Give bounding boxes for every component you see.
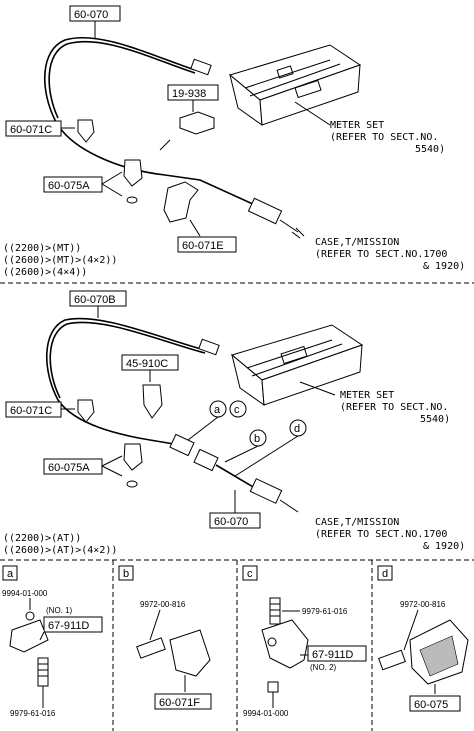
detail-c-note: (NO. 2) xyxy=(310,663,337,672)
detail-c-letter: c xyxy=(247,568,253,580)
detail-a-part-top: 9994-01-000 xyxy=(2,589,48,598)
clip-60-071c-bottom xyxy=(77,399,95,423)
detail-d-letter: d xyxy=(382,568,388,580)
screw-b xyxy=(136,637,166,659)
detail-b-part-box-frame xyxy=(154,693,212,710)
bottom-lower-cable-part: 60-070 xyxy=(214,516,248,528)
bolt-a xyxy=(37,657,49,687)
top-cable-part: 60-070 xyxy=(74,9,108,21)
callout-d: d xyxy=(294,423,300,435)
callout-a: a xyxy=(214,404,221,416)
cable-joint-b xyxy=(193,448,219,472)
callout-c-circle xyxy=(229,400,247,418)
bottom-case-label-3: & 1920) xyxy=(423,541,465,552)
top-application-1: ((2200)>(MT)) xyxy=(3,243,81,254)
top-clamp-part: 60-075A xyxy=(48,180,90,192)
holder-45-910c xyxy=(142,384,163,419)
detail-a-note: (NO. 1) xyxy=(46,606,73,615)
bracket-19-938 xyxy=(179,111,215,135)
bottom-section: METER SET (REFER TO SECT.NO. 5540) 60-07… xyxy=(3,290,465,556)
top-case-label-3: & 1920) xyxy=(423,261,465,272)
top-meter-label-2: (REFER TO SECT.NO. xyxy=(330,132,438,143)
top-application-3: ((2600)>(4×4)) xyxy=(3,267,87,278)
speedometer-cable xyxy=(43,36,256,206)
detail-c: c 9979-61-016 67-911D (NO. 2) 9994-01-00… xyxy=(242,565,367,718)
meter-set-bottom xyxy=(230,324,364,407)
detail-d-part-box: 60-075 xyxy=(414,699,448,711)
detail-b-letter: b xyxy=(123,568,129,580)
clamp-67-911d-a xyxy=(9,619,49,653)
bottom-meter-label-2: (REFER TO SECT.NO. xyxy=(340,402,448,413)
bottom-meter-label-1: METER SET xyxy=(340,390,394,401)
top-bracket2-part: 60-071E xyxy=(182,240,224,252)
screw-d xyxy=(378,649,406,671)
detail-a-part-box-frame xyxy=(43,616,103,633)
detail-c-part-bottom: 9994-01-000 xyxy=(243,709,289,718)
cable-joint-a xyxy=(169,433,195,457)
bottom-application-1: ((2200)>(AT)) xyxy=(3,533,81,544)
detail-d-part-box-frame xyxy=(409,695,461,712)
bottom-meter-label-3: 5540) xyxy=(420,414,450,425)
speedometer-cable-b xyxy=(46,317,206,446)
clamp-60-075a-bottom xyxy=(123,443,143,471)
detail-a-part-box: 67-911D xyxy=(48,620,89,632)
top-application-2: ((2600)>(MT)>(4×2)) xyxy=(3,255,117,266)
top-bracket-part: 19-938 xyxy=(172,88,206,100)
cable-tm-fitting xyxy=(247,197,283,225)
detail-a-part-bottom: 9979-61-016 xyxy=(10,709,56,718)
clamp-67-911d-c xyxy=(261,619,309,669)
top-bracket2-part-box xyxy=(177,236,237,253)
detail-a: a 9994-01-000 (NO. 1) 67-911D 9979-61-01… xyxy=(2,565,103,718)
cable-tm-fitting-b xyxy=(249,478,283,504)
detail-a-letter: a xyxy=(7,568,14,580)
detail-b-part-top: 9972-00-816 xyxy=(140,600,186,609)
callout-b: b xyxy=(254,433,260,445)
top-meter-label-3: 5540) xyxy=(415,144,445,155)
bracket-60-071f xyxy=(169,629,211,677)
top-meter-label-1: METER SET xyxy=(330,120,384,131)
top-case-label-1: CASE,T/MISSION xyxy=(315,237,399,248)
callout-c: c xyxy=(234,404,240,416)
detail-d-part-top: 9972-00-816 xyxy=(400,600,446,609)
bottom-case-label-1: CASE,T/MISSION xyxy=(315,517,399,528)
meter-set-top xyxy=(228,44,362,127)
detail-c-part-box-frame xyxy=(307,645,367,662)
top-section: METER SET (REFER TO SECT.NO. 5540) 60-07… xyxy=(3,5,465,278)
clip-60-071c-top xyxy=(77,119,95,143)
detail-b-part-box: 60-071F xyxy=(159,697,200,709)
clamp-60-075a-top xyxy=(123,159,143,187)
cable-nut-top xyxy=(190,58,212,76)
nut-c xyxy=(267,681,279,693)
bolt-c xyxy=(269,597,281,625)
bottom-clip-part: 60-071C xyxy=(10,405,52,417)
bottom-case-label-2: (REFER TO SECT.NO.1700 xyxy=(315,529,447,540)
cable-nut-b xyxy=(198,338,220,356)
bottom-clamp-part: 60-075A xyxy=(48,462,90,474)
bottom-application-2: ((2600)>(AT)>(4×2)) xyxy=(3,545,117,556)
top-case-label-2: (REFER TO SECT.NO.1700 xyxy=(315,249,447,260)
top-clip-part: 60-071C xyxy=(10,124,52,136)
detail-b: b 9972-00-816 60-071F xyxy=(118,565,212,710)
bracket-60-071e xyxy=(163,181,199,223)
bottom-holder-part: 45-910C xyxy=(126,358,168,370)
bottom-cable-part: 60-070B xyxy=(74,294,116,306)
detail-d: d 9972-00-816 60-075 xyxy=(377,565,469,712)
detail-c-part-top: 9979-61-016 xyxy=(302,607,348,616)
detail-c-part-box: 67-911D xyxy=(312,649,353,661)
